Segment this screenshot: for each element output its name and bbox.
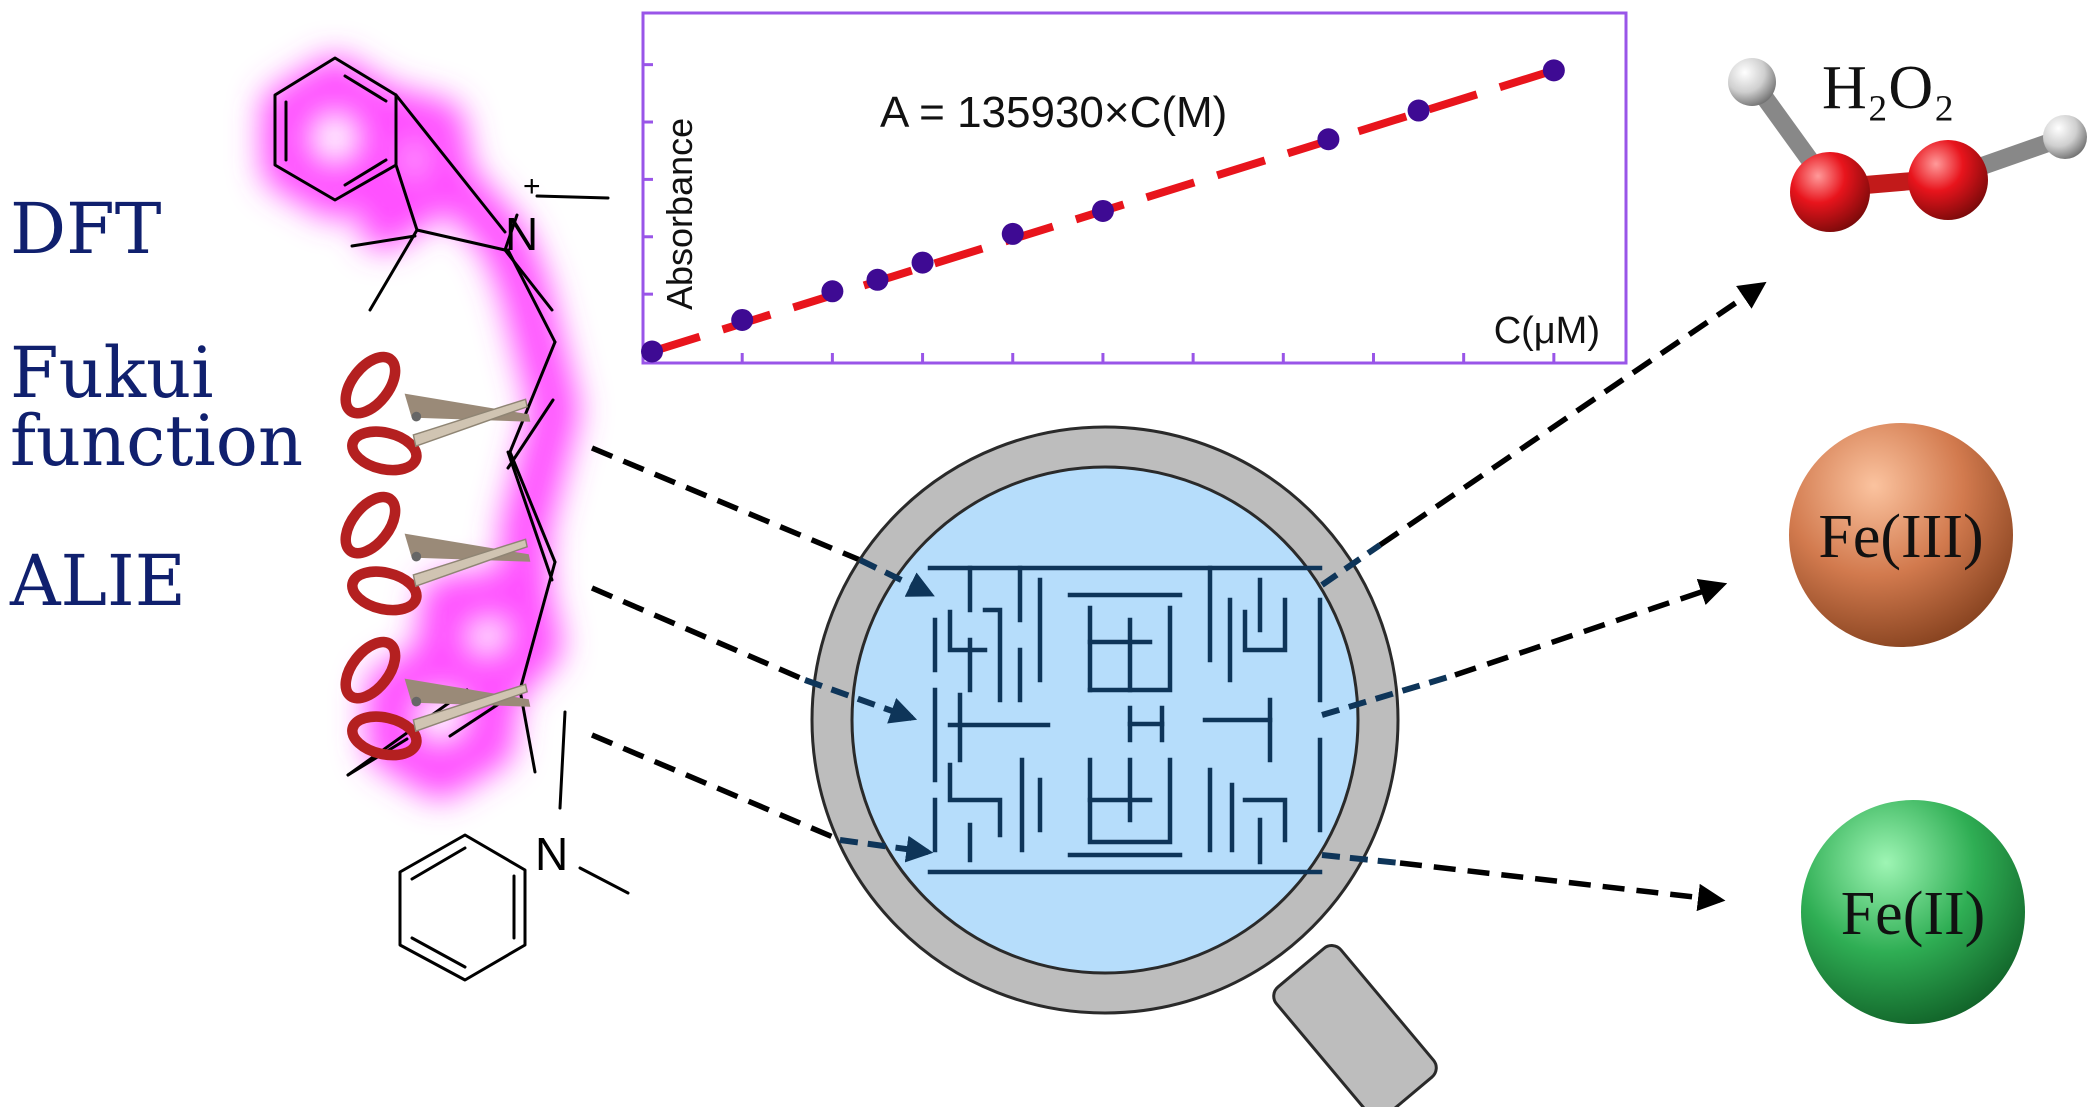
scissors-icon bbox=[340, 351, 531, 476]
chart-ticks bbox=[643, 63, 1556, 363]
method-function: function bbox=[10, 400, 304, 482]
calibration-chart: A = 135930×C(M) Absorbance C(μM) bbox=[641, 11, 1628, 365]
fe3-sphere-icon bbox=[1789, 423, 2013, 647]
chart-frame bbox=[641, 11, 1628, 365]
fe2-label: Fe(II) bbox=[1841, 880, 1986, 948]
data-point bbox=[731, 308, 754, 331]
data-point bbox=[641, 340, 664, 363]
maze bbox=[927, 565, 1323, 875]
nitrogen-plus-label: + bbox=[523, 170, 541, 203]
data-point bbox=[821, 280, 844, 303]
scissors-icon bbox=[340, 636, 531, 761]
data-point bbox=[911, 251, 934, 274]
method-dft: DFT bbox=[10, 188, 162, 270]
molecule-glow bbox=[262, 56, 579, 799]
x-axis-label: C(μM) bbox=[1494, 310, 1600, 352]
method-fukui: Fukui bbox=[10, 332, 214, 414]
h2o2-molecule-icon bbox=[1728, 58, 2087, 232]
magnifier-handle bbox=[1272, 944, 1438, 1107]
data-points bbox=[641, 59, 1565, 363]
fe2-sphere-icon bbox=[1801, 800, 2025, 1024]
magnifier-icon bbox=[803, 425, 1456, 1107]
magnifier-lens bbox=[850, 465, 1360, 975]
scissors-icon bbox=[340, 491, 531, 616]
cyanine-molecule bbox=[273, 56, 630, 982]
data-point bbox=[866, 268, 889, 291]
data-point bbox=[1317, 128, 1340, 151]
data-point bbox=[1091, 199, 1114, 222]
h2o2-label: H₂O₂ bbox=[1822, 54, 1955, 122]
maze-arrows bbox=[803, 542, 1456, 866]
fit-equation: A = 135930×C(M) bbox=[880, 88, 1227, 137]
y-axis-label: Absorbance bbox=[659, 118, 700, 310]
fe3-label: Fe(III) bbox=[1818, 503, 1983, 571]
method-alie: ALIE bbox=[10, 540, 186, 622]
data-point bbox=[1001, 222, 1024, 245]
nitrogen-top-label: N bbox=[505, 208, 538, 260]
n-labels: N + N bbox=[505, 170, 568, 880]
output-arrows bbox=[1378, 281, 1767, 912]
nitrogen-bottom-label: N bbox=[535, 828, 568, 880]
data-point bbox=[1542, 59, 1565, 82]
input-arrows bbox=[590, 445, 862, 843]
data-point bbox=[1407, 99, 1430, 122]
